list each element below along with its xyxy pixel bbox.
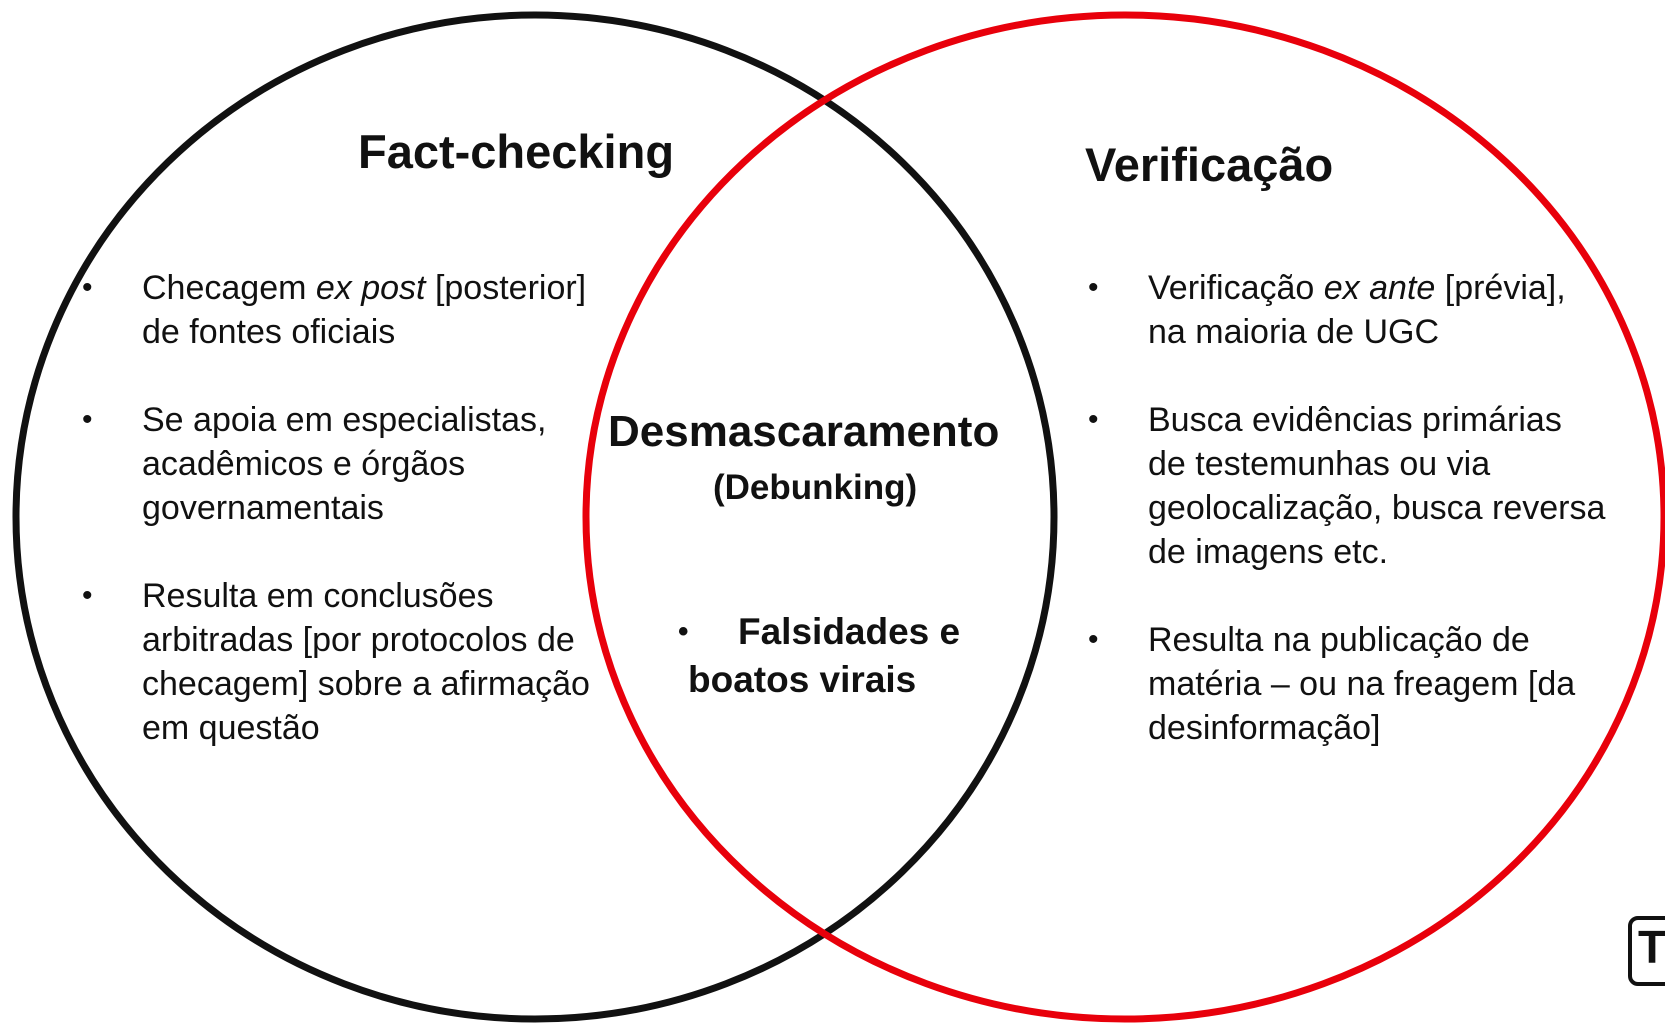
list-item: • Verificação ex ante [prévia], na maior… (1088, 266, 1608, 354)
item-text: Checagem (142, 269, 316, 307)
logo-letter: T (1638, 921, 1665, 973)
list-item: • Se apoia em especialistas, acadêmicos … (82, 398, 602, 530)
bullet-icon: • (1088, 271, 1099, 304)
item-text: [prévia], na maioria de UGC (1148, 269, 1566, 351)
item-text-line2: boatos virais (688, 659, 917, 700)
verificacao-title: Verificação (1085, 138, 1334, 191)
bullet-icon: • (1088, 623, 1099, 656)
bullet-icon: • (82, 271, 93, 304)
list-item: • Resulta na publicação de matéria – ou … (1088, 618, 1608, 750)
fact-checking-title: Fact-checking (358, 125, 675, 178)
verificacao-circle (582, 11, 1665, 1023)
intersection-list: • Falsidades e boatos virais (678, 608, 998, 704)
bullet-icon: • (82, 579, 93, 612)
item-text: Resulta em conclusões arbitradas [por pr… (142, 577, 590, 747)
bullet-icon: • (82, 403, 93, 436)
item-emphasis: ex ante (1323, 269, 1436, 307)
verificacao-list: • Verificação ex ante [prévia], na maior… (1088, 266, 1608, 794)
debunking-subtitle: (Debunking) (713, 468, 918, 507)
item-text-line1: Falsidades e (738, 611, 961, 652)
logo-icon: T (1628, 916, 1665, 986)
list-item: • Falsidades e boatos virais (678, 608, 998, 704)
bullet-icon: • (1088, 403, 1099, 436)
list-item: • Checagem ex post [posterior] de fontes… (82, 266, 602, 354)
item-text: Verificação (1148, 269, 1324, 307)
list-item: • Resulta em conclusões arbitradas [por … (82, 574, 602, 750)
fact-checking-list: • Checagem ex post [posterior] de fontes… (82, 266, 602, 794)
bullet-icon: • (678, 615, 689, 648)
item-text: Busca evidências primárias de testemunha… (1148, 401, 1606, 571)
fact-checking-circle (12, 11, 1058, 1023)
item-text: Se apoia em especialistas, acadêmicos e … (142, 401, 547, 527)
item-text: [posterior] de fontes oficiais (142, 269, 587, 351)
item-emphasis: ex post (315, 269, 426, 307)
list-item: • Busca evidências primárias de testemun… (1088, 398, 1608, 574)
item-text: Resulta na publicação de matéria – ou na… (1148, 621, 1576, 747)
desmascaramento-title: Desmascaramento (608, 407, 1000, 456)
